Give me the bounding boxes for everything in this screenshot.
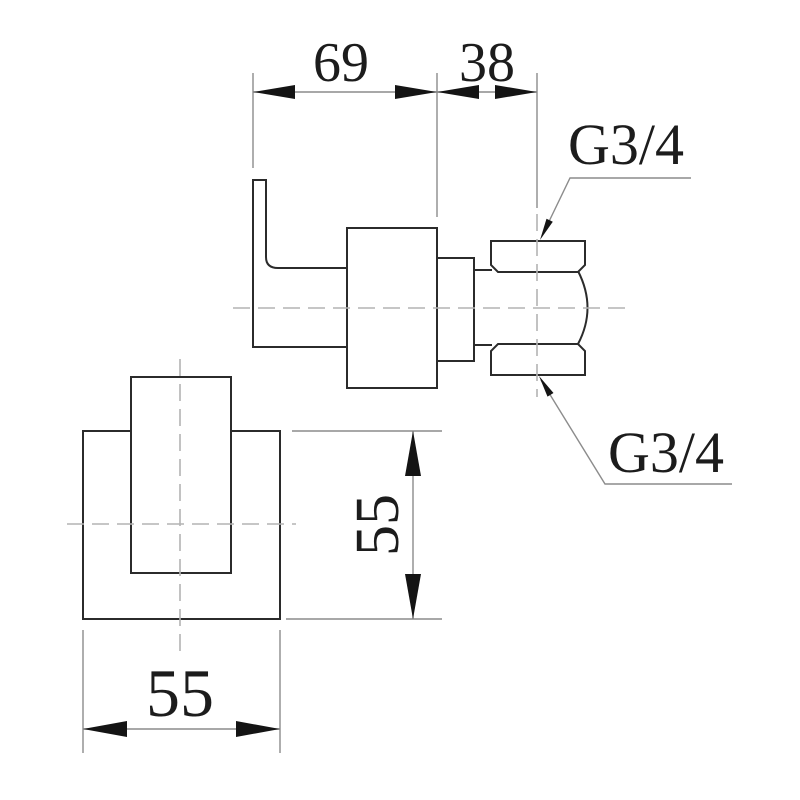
thread-label-top: G3/4 <box>568 112 684 177</box>
dim-label-69: 69 <box>313 32 369 94</box>
dim-label-55-horizontal: 55 <box>146 655 214 731</box>
arrow-h55-right <box>236 721 280 737</box>
handle-lever-profile <box>252 179 348 348</box>
wall-flange-profile <box>436 257 475 362</box>
connector-nut-top <box>490 240 586 273</box>
dim-label-55-vertical: 55 <box>344 494 412 556</box>
arrow-69-right <box>395 85 437 99</box>
arrow-h55-left <box>83 721 127 737</box>
arrow-69-left <box>253 85 295 99</box>
arrow-38-left <box>437 85 479 99</box>
thread-top-leader-line <box>541 177 691 237</box>
arrow-thread-bottom-leader <box>539 376 554 397</box>
front-view <box>82 376 281 620</box>
thread-label-bottom: G3/4 <box>608 420 724 485</box>
arrow-38-right <box>495 85 537 99</box>
arrow-thread-top-leader <box>540 218 553 240</box>
dimension-texts: 69 38 G3/4 G3/4 55 55 <box>146 32 724 731</box>
centerlines <box>67 214 625 652</box>
arrow-v55-bottom <box>405 574 421 619</box>
arrow-v55-top <box>405 431 421 476</box>
dimension-arrows <box>83 85 554 737</box>
connector-nut-bottom <box>490 343 586 376</box>
handle-front <box>130 376 232 574</box>
thread-bottom-leader-line <box>540 379 732 485</box>
side-view <box>252 179 589 389</box>
dim-label-38: 38 <box>459 32 515 94</box>
